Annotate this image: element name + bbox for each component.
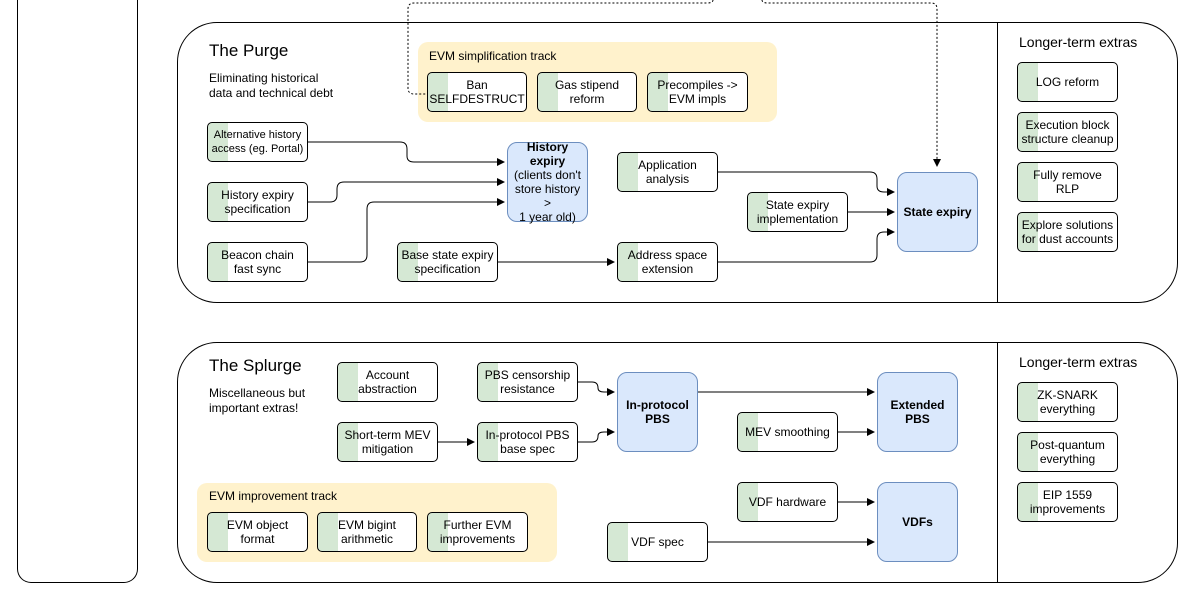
splurge-divider <box>997 342 998 583</box>
eip-1559-improvements-node[interactable]: EIP 1559 improvements <box>1017 482 1118 522</box>
post-quantum-everything-node[interactable]: Post-quantum everything <box>1017 432 1118 472</box>
application-analysis-node[interactable]: Application analysis <box>617 152 718 192</box>
short-term-mev-node[interactable]: Short-term MEV mitigation <box>337 422 438 462</box>
address-space-extension-node[interactable]: Address space extension <box>617 242 718 282</box>
left-partial-panel <box>17 0 138 583</box>
base-state-expiry-spec-node[interactable]: Base state expiry specification <box>397 242 498 282</box>
vdf-spec-node[interactable]: VDF spec <box>607 522 708 562</box>
ban-selfdestruct-node[interactable]: Ban SELFDESTRUCT <box>427 72 527 112</box>
history-expiry-goal[interactable]: History expiry (clients don't store hist… <box>507 140 588 224</box>
log-reform-node[interactable]: LOG reform <box>1017 62 1118 102</box>
account-abstraction-node[interactable]: Account abstraction <box>337 362 438 402</box>
purge-title: The Purge <box>209 41 289 60</box>
vdfs-goal[interactable]: VDFs <box>877 482 958 562</box>
evm-improvement-track-label: EVM improvement track <box>209 489 338 503</box>
evm-bigint-node[interactable]: EVM bigint arithmetic <box>317 512 417 552</box>
gas-stipend-reform-node[interactable]: Gas stipend reform <box>537 72 637 112</box>
evm-object-format-node[interactable]: EVM object format <box>207 512 308 552</box>
history-expiry-title: History expiry <box>526 140 569 168</box>
history-expiry-detail: (clients don't store history > 1 year ol… <box>514 168 581 224</box>
dust-accounts-node[interactable]: Explore solutions for dust accounts <box>1017 212 1118 252</box>
execution-block-cleanup-node[interactable]: Execution block structure cleanup <box>1017 112 1118 152</box>
state-expiry-goal[interactable]: State expiry <box>897 172 978 252</box>
alternative-history-access-node[interactable]: Alternative history access (eg. Portal) <box>207 122 308 162</box>
mev-smoothing-node[interactable]: MEV smoothing <box>737 412 838 452</box>
beacon-chain-fast-sync-node[interactable]: Beacon chain fast sync <box>207 242 308 282</box>
splurge-subtitle: Miscellaneous but important extras! <box>209 386 306 415</box>
fully-remove-rlp-node[interactable]: Fully remove RLP <box>1017 162 1118 202</box>
splurge-panel <box>177 342 1178 583</box>
further-evm-improvements-node[interactable]: Further EVM improvements <box>427 512 528 552</box>
splurge-extras-title: Longer-term extras <box>1019 354 1138 370</box>
history-expiry-spec-node[interactable]: History expiry specification <box>207 182 308 222</box>
pbs-censorship-resistance-node[interactable]: PBS censorship resistance <box>477 362 578 402</box>
purge-subtitle: Eliminating historical data and technica… <box>209 71 334 100</box>
extended-pbs-goal[interactable]: Extended PBS <box>877 372 958 452</box>
inprotocol-pbs-goal[interactable]: In-protocol PBS <box>617 372 698 452</box>
purge-divider <box>997 22 998 303</box>
state-expiry-implementation-node[interactable]: State expiry implementation <box>747 192 848 232</box>
evm-simplification-track-label: EVM simplification track <box>429 49 557 63</box>
zk-snark-everything-node[interactable]: ZK-SNARK everything <box>1017 382 1118 422</box>
splurge-title: The Splurge <box>209 356 302 375</box>
inprotocol-pbs-base-spec-node[interactable]: In-protocol PBS base spec <box>477 422 578 462</box>
purge-extras-title: Longer-term extras <box>1019 34 1138 50</box>
precompiles-evm-impls-node[interactable]: Precompiles -> EVM impls <box>647 72 748 112</box>
vdf-hardware-node[interactable]: VDF hardware <box>737 482 838 522</box>
